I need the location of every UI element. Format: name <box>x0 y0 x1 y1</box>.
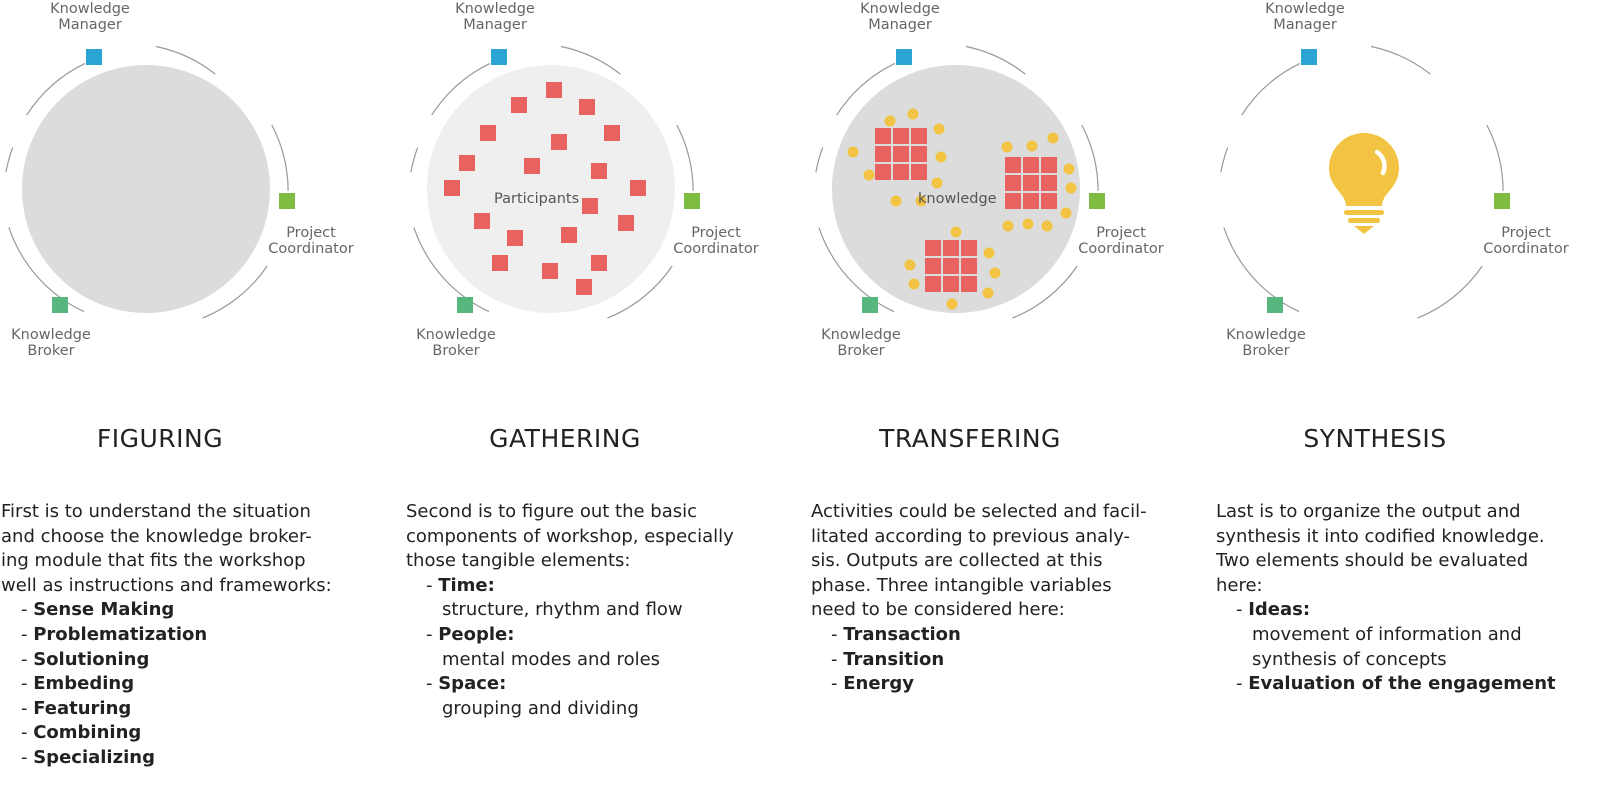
phase-list: Ideas: movement of information and synth… <box>1216 598 1556 696</box>
participant-icon <box>591 255 607 271</box>
participant-icon <box>542 263 558 279</box>
participant-icon <box>591 163 607 179</box>
phase-title: GATHERING <box>489 424 641 453</box>
participant-icon <box>474 213 490 229</box>
participant-squares <box>444 82 646 295</box>
list-item: Energy <box>811 672 1151 697</box>
phase-description: First is to understand the situation and… <box>1 500 341 771</box>
manager-marker <box>1301 49 1317 65</box>
list-item: Problematization <box>1 623 341 648</box>
participant-icon <box>630 180 646 196</box>
knowledge-grid <box>904 226 1001 310</box>
list-item: Solutioning <box>1 648 341 673</box>
coordinator-marker <box>279 193 295 209</box>
participant-icon <box>576 279 592 295</box>
participant-icon <box>524 158 540 174</box>
participants-label: Participants <box>494 191 580 207</box>
coordinator-marker <box>684 193 700 209</box>
broker-marker <box>52 297 68 313</box>
phase-list: Transaction Transition Energy <box>811 623 1151 697</box>
participant-icon <box>444 180 460 196</box>
participant-icon <box>579 99 595 115</box>
knowledge-grid <box>847 108 947 207</box>
participant-icon <box>546 82 562 98</box>
list-item: Evaluation of the engagement <box>1216 672 1556 697</box>
list-item: Transaction <box>811 623 1151 648</box>
gathering-diagram <box>410 45 700 319</box>
participant-icon <box>507 230 523 246</box>
list-item: Space: grouping and dividing <box>406 672 746 721</box>
manager-marker <box>896 49 912 65</box>
list-item: Sense Making <box>1 598 341 623</box>
participant-icon <box>551 134 567 150</box>
list-item: Specializing <box>1 746 341 771</box>
participant-icon <box>618 215 634 231</box>
knowledge-grid <box>1001 132 1077 232</box>
participant-icon <box>604 125 620 141</box>
manager-marker <box>491 49 507 65</box>
list-item: Featuring <box>1 697 341 722</box>
figuring-diagram <box>5 45 295 319</box>
list-item: Transition <box>811 648 1151 673</box>
list-item: Time: structure, rhythm and flow <box>406 574 746 623</box>
phase-list: Sense Making Problematization Solutionin… <box>1 598 341 770</box>
participant-icon <box>511 97 527 113</box>
participant-icon <box>582 198 598 214</box>
transfering-diagram <box>815 45 1105 319</box>
participant-icon <box>492 255 508 271</box>
list-item: Ideas: movement of information and synth… <box>1216 598 1556 672</box>
participant-icon <box>459 155 475 171</box>
broker-marker <box>1267 297 1283 313</box>
broker-marker <box>457 297 473 313</box>
coordinator-marker <box>1089 193 1105 209</box>
participant-icon <box>561 227 577 243</box>
orbit-arcs <box>1220 45 1504 319</box>
lightbulb-icon <box>1329 133 1399 234</box>
manager-marker <box>86 49 102 65</box>
phase-title: SYNTHESIS <box>1303 424 1447 453</box>
transfering-circle <box>832 65 1080 313</box>
list-item: People: mental modes and roles <box>406 623 746 672</box>
list-item: Combining <box>1 721 341 746</box>
participant-icon <box>480 125 496 141</box>
phase-description: Activities could be selected and facil- … <box>811 500 1151 697</box>
orbit-arcs <box>410 45 694 319</box>
phase-title: FIGURING <box>96 424 224 453</box>
broker-marker <box>862 297 878 313</box>
phase-description: Last is to organize the output and synth… <box>1216 500 1556 697</box>
figuring-circle <box>22 65 270 313</box>
phase-title: TRANSFERING <box>879 424 1061 453</box>
orbit-arcs <box>815 45 1099 319</box>
knowledge-label: knowledge <box>918 191 997 207</box>
orbit-arcs <box>5 45 289 319</box>
phase-list: Time: structure, rhythm and flow People:… <box>406 574 746 722</box>
phase-description: Second is to figure out the basic compon… <box>406 500 746 721</box>
list-item: Embeding <box>1 672 341 697</box>
coordinator-marker <box>1494 193 1510 209</box>
synthesis-diagram <box>1220 45 1510 319</box>
